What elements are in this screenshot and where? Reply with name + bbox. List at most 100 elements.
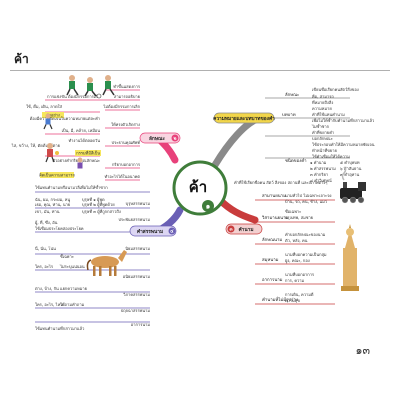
br-item-7: ลักษณนาม [262, 237, 282, 243]
tl-item-4: ไม่ต้องมีกรรมการเลิก [102, 104, 140, 109]
center-title: ค้า [189, 178, 207, 196]
tr-item-4: บทบาท [282, 113, 296, 118]
tr-item-1: เขียนชื่อเรียกคนสัตว์สิ่งของ [312, 87, 359, 92]
br-item-3: บ้าน, รถ, คน, ช้าง, แมว [285, 199, 327, 204]
br-item-4: วิสามานยนาม [261, 215, 288, 221]
bl-item-11: นิยมสรรพนาม [125, 246, 151, 251]
br-item-8: คำบอกลักษณะของนาม [285, 232, 326, 237]
bl-item-20: ปฤจฉาสรรพนาม [121, 308, 151, 313]
bottom-right-leaf-texts: คำที่ใช้เรียกชื่อคน สัตว์ สิ่งของ สถานที… [234, 180, 332, 304]
tl-item-2: สามารถอธิบาย [114, 94, 140, 99]
bl-item-14: อนิยมสรรพนาม [123, 274, 150, 279]
br-item-13: อาการนาม [262, 277, 283, 283]
branch-bottom-left-number: ๔ [170, 229, 174, 235]
top-right-leaf-lines [265, 97, 350, 159]
tl-item-1: การแข่งขัน ต้องมีกรรมการเลิก [47, 94, 100, 99]
branch-bottom-right-number: ๓ [229, 228, 232, 233]
bl-item-22: ใช้ถามคำถาม [60, 302, 85, 307]
tr-item-0: ลักษณะ [285, 92, 299, 98]
tl-item-0: ทำขึ้นแสดงการ [113, 82, 141, 89]
bl-item-3: บุรุษที่ ๑ ผู้พูด [82, 197, 105, 203]
tr-item-2: คือ, สามารถ [312, 94, 335, 99]
bl-item-21: ใคร, อะไร, ไหน [35, 302, 63, 307]
tr-type-2: ๒ คำสรรพนาม [310, 166, 336, 171]
tl-item-9: ประธานคุณศัพท์ [112, 140, 141, 146]
bottom-left-leaf-lines [35, 191, 150, 323]
steam-train-illustration [340, 166, 366, 204]
br-item-10: สมุหนาม [262, 257, 279, 263]
branch-top-left-number: ๒ [174, 136, 177, 142]
tr-item-3: ที่หมายถึงสิ่ง [312, 100, 334, 105]
branch-connector-top-right [211, 116, 259, 169]
bl-item-23: อาการนาม [131, 322, 150, 327]
soccer-players-illustration [66, 75, 115, 99]
tl-item-3: ใช้, ดื่ม, เดิน, ลาดใส่ [26, 104, 62, 109]
tr-item-14: ใช้คำเชื่อมให้ได้ความ [312, 154, 350, 159]
bl-item-7: บุรุษที่ ๓ ผู้ที่ถูกกล่าวถึง [82, 209, 121, 215]
tr-item-5: ความหมาย [312, 106, 332, 111]
bl-item-4: เธอ, คุณ, ท่าน, นาย [35, 202, 70, 208]
tr-item-7: เพื่อไม่ให้ซ้ำกับคำนามที่กล่าวมาแล้ว [312, 116, 374, 123]
tr-type-5: ๗ คำอุทาน [340, 172, 359, 178]
tl-item-13: ตัวอย่างคำกริยาคุณลักษณะ [52, 158, 100, 164]
tl-item-6: ต้องมีความชัดเจนในความหมายแต่ละคำ [30, 116, 100, 121]
tl-item-8: เป็น, มี, คล้าย, เหมือน [62, 127, 101, 133]
tr-item-12: ใช้ประกอบคำให้มีความหมายชัดเจน [312, 142, 375, 147]
branch-label-bottom-left: คำสรรพนาม ๔ [129, 225, 177, 237]
buddha-statue-illustration [341, 224, 359, 291]
br-item-14: นามที่บอกอาการ [285, 272, 315, 277]
bl-item-12: นี่, นั่น, โน่น [35, 246, 57, 251]
top-left-leaf-texts: ทำขึ้นแสดงการ การแข่งขัน ต้องมีกรรมการเล… [11, 82, 141, 179]
tr-type-6: ๔ คำวิเศษณ์ [310, 178, 332, 183]
bl-item-10: ใช้เชื่อมประโยคสองประโยค [35, 226, 84, 231]
br-item-11: นามที่บอกความเป็นกลุ่ม [285, 251, 327, 258]
br-item-5: ชื่อเฉพาะ [285, 209, 302, 214]
tl-item-12: ไล่, ขว้าง, ให้, ตัดต้นไม้ตาย [11, 143, 60, 148]
tl-highlight-object [75, 150, 101, 156]
bl-item-16: ไม่ระบุแน่นอน [59, 264, 85, 270]
br-item-9: ตัว, หลัง, คน [285, 238, 308, 243]
branch-label-top-left: ลักษณะ ๒ [139, 132, 181, 144]
tr-item-9: คำที่ขยายคำ [312, 130, 334, 135]
tl-item-10: ทำงานได้ตลอดวัน [69, 138, 101, 143]
bottom-left-leaf-texts: ใช้แทนคำนามหรือนามวลีเพื่อไม่ให้ซ้ำซาก บ… [35, 183, 151, 331]
branch-top-left-label: ลักษณะ [149, 135, 165, 142]
tr-type-1: ๕ คำบุพบท [340, 160, 360, 166]
tl-highlight-example [42, 112, 64, 118]
tr-type-4: ๓ คำกริยา [310, 172, 328, 177]
horse-illustration [86, 250, 127, 276]
header-divider [10, 70, 390, 71]
tr-type-3: ๖ คำสันธาน [340, 166, 362, 171]
bl-item-24: ใช้แทนคำนามที่กล่าวมาแล้ว [35, 326, 84, 331]
br-item-0: คำที่ใช้เรียกชื่อคน สัตว์ สิ่งของ สถานที… [234, 180, 327, 185]
bl-item-13: ชี้เฉพาะ [60, 252, 74, 259]
tr-item-6: คำที่ใช้แทนคำนาม [312, 112, 345, 117]
br-item-17: การเดิน, ความดี [285, 292, 314, 297]
tl-item-7: ให้ทรงตัวเกิดร่าง [111, 122, 140, 127]
tr-item-10: บอกลักษณะ [312, 136, 333, 141]
bl-item-18: ต่าง, บ้าง, กัน [35, 286, 59, 291]
bl-item-5: บุรุษที่ ๒ ผู้ที่พูดด้วย [82, 202, 115, 208]
bl-item-19: แยกความหมาย [60, 286, 87, 291]
bl-item-6: เขา, มัน, ท่าน [35, 209, 60, 214]
center-number-badge [202, 200, 214, 212]
bl-item-1: บุรุษสรรพนาม [126, 201, 151, 207]
bl-item-15: ใคร, อะไร [35, 264, 54, 269]
center-number: ๑ [206, 203, 210, 211]
children-playing-illustration [77, 157, 83, 169]
top-right-leaf-texts: ลักษณะ เขียนชื่อเรียกคนสัตว์สิ่งของ คือ,… [282, 87, 375, 183]
page-header-title: ค้า [14, 52, 29, 66]
bottom-right-leaf-lines [255, 199, 335, 305]
tr-item-8: ไม่ซ้ำซาก [311, 122, 330, 129]
bl-item-9: ผู้, ที่, ซึ่ง, อัน [35, 220, 58, 226]
branch-label-top-right: ความหมายและบทบาทของคำ [213, 112, 275, 124]
tl-item-15: ทำอะไรได้ในอนาคต [104, 174, 140, 179]
br-item-15: การ, ความ [285, 278, 305, 283]
tr-item-13: ทำหน้าที่ขยาย [312, 148, 337, 153]
running-children-illustration [43, 113, 53, 130]
tl-item-14: กริยาบอกอาการ [112, 162, 141, 167]
br-item-18: ความสุข [285, 298, 300, 304]
branch-bottom-left-label: คำสรรพนาม [137, 228, 163, 235]
tl-item-11: กรรมที่มีสีเป็น [76, 150, 100, 156]
